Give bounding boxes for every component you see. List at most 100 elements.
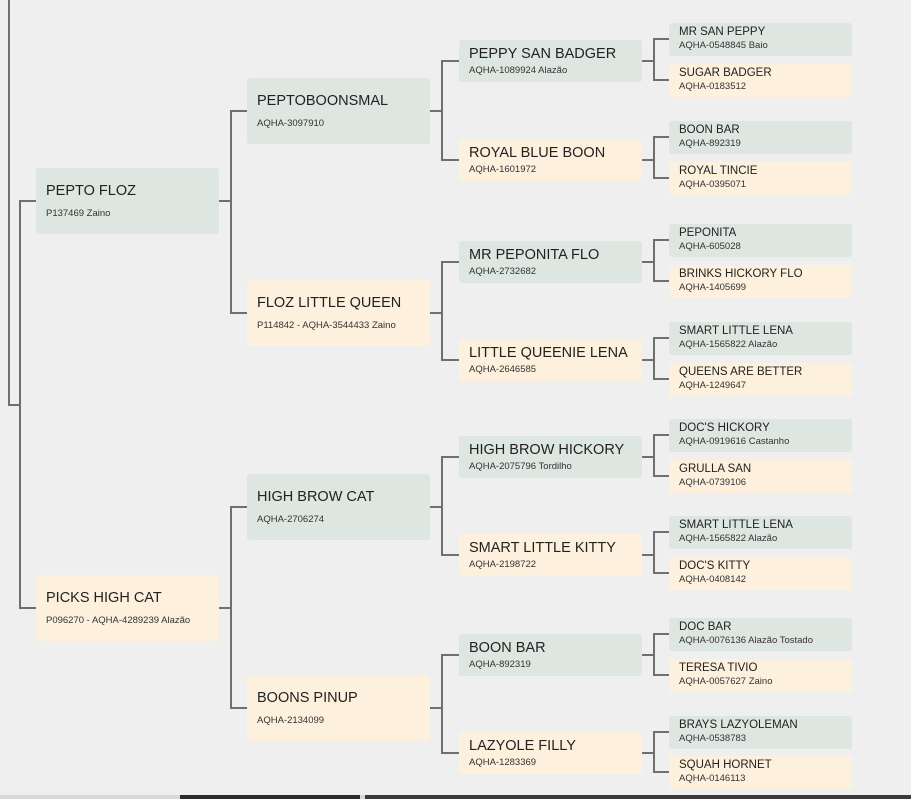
horse-registration: AQHA-1405699 <box>679 282 747 294</box>
scrollbar-thumb[interactable] <box>180 795 360 799</box>
horse-name: MR PEPONITA FLO <box>469 246 600 263</box>
connector-bracket-gen1-2 <box>230 506 247 709</box>
horse-name: QUEENS ARE BETTER <box>679 366 803 379</box>
horse-gen3-4[interactable]: LITTLE QUEENIE LENA AQHA-2646585 <box>459 339 642 381</box>
horse-registration: AQHA-0057627 Zaino <box>679 676 773 688</box>
horizontal-scrollbar[interactable] <box>0 795 911 799</box>
horse-registration: AQHA-605028 <box>679 241 741 253</box>
horse-registration: AQHA-892319 <box>469 658 531 670</box>
horse-registration: AQHA-2134099 <box>257 714 325 726</box>
horse-name: GRULLA SAN <box>679 463 752 476</box>
horse-registration: AQHA-2732682 <box>469 265 537 277</box>
horse-name: SQUAH HORNET <box>679 759 772 772</box>
horse-name: DOC'S HICKORY <box>679 422 770 435</box>
horse-registration: P114842 - AQHA-3544433 Zaino <box>257 319 396 331</box>
horse-name: ROYAL BLUE BOON <box>469 144 606 161</box>
horse-name: SMART LITTLE LENA <box>679 519 793 532</box>
horse-name: TERESA TIVIO <box>679 662 758 675</box>
horse-gen3-7[interactable]: BOON BAR AQHA-892319 <box>459 634 642 676</box>
horse-name: SMART LITTLE KITTY <box>469 539 616 556</box>
horse-name: BRAYS LAZYOLEMAN <box>679 719 798 732</box>
horse-gen3-5[interactable]: HIGH BROW HICKORY AQHA-2075796 Tordilho <box>459 436 642 478</box>
connector-bracket-gen3-3 <box>653 239 669 282</box>
horse-registration: AQHA-0408142 <box>679 574 747 586</box>
horse-gen3-2[interactable]: ROYAL BLUE BOON AQHA-1601972 <box>459 139 642 181</box>
horse-name: PEPPY SAN BADGER <box>469 45 617 62</box>
horse-name: DOC BAR <box>679 621 732 634</box>
horse-name: PICKS HIGH CAT <box>46 589 162 606</box>
horse-name: BOON BAR <box>679 124 740 137</box>
horse-registration: P137469 Zaino <box>46 207 111 219</box>
horse-gen3-3[interactable]: MR PEPONITA FLO AQHA-2732682 <box>459 241 642 283</box>
horse-registration: AQHA-1249647 <box>679 380 747 392</box>
horse-gen3-6[interactable]: SMART LITTLE KITTY AQHA-2198722 <box>459 534 642 576</box>
horse-registration: AQHA-1283369 <box>469 756 537 768</box>
horse-registration: AQHA-1601972 <box>469 163 537 175</box>
connector-bracket-gen2-3 <box>441 456 459 556</box>
horse-gen2-4[interactable]: BOONS PINUP AQHA-2134099 <box>247 675 430 741</box>
horse-name: DOC'S KITTY <box>679 560 751 573</box>
horse-registration: AQHA-0146113 <box>679 773 746 785</box>
connector-bracket-gen1-1 <box>230 110 247 314</box>
connector-bracket-gen3-5 <box>653 434 669 477</box>
horse-registration: AQHA-0538783 <box>679 733 747 745</box>
connector-bracket-gen3-6 <box>653 531 669 574</box>
horse-registration: AQHA-1089924 Alazão <box>469 64 568 76</box>
connector-bracket-gen3-2 <box>653 136 669 179</box>
horse-name: SUGAR BADGER <box>679 67 772 80</box>
horse-registration: AQHA-0395071 <box>679 179 747 191</box>
horse-registration: AQHA-892319 <box>679 138 741 150</box>
connector-bracket-gen2-2 <box>441 261 459 361</box>
horse-registration: AQHA-2075796 Tordilho <box>469 460 572 472</box>
horse-registration: AQHA-0076136 Alazão Tostado <box>679 635 813 647</box>
connector-bracket-gen3-7 <box>653 633 669 676</box>
horse-gen2-2[interactable]: FLOZ LITTLE QUEEN P114842 - AQHA-3544433 … <box>247 280 430 346</box>
horse-registration: P096270 - AQHA-4289239 Alazão <box>46 614 191 626</box>
horse-registration: AQHA-2706274 <box>257 513 325 525</box>
horse-name: MR SAN PEPPY <box>679 26 766 39</box>
horse-name: HIGH BROW HICKORY <box>469 441 625 458</box>
horse-name: PEPTOBOONSMAL <box>257 92 389 109</box>
connector-bracket-gen3-8 <box>653 731 669 773</box>
horse-registration: AQHA-2646585 <box>469 363 537 375</box>
horse-registration: AQHA-0548845 Baio <box>679 40 768 52</box>
scrollbar-thumb-secondary[interactable] <box>365 795 911 799</box>
connector-bracket-gen3-1 <box>653 38 669 81</box>
root-branch-dam <box>19 405 36 609</box>
connector-bracket-gen2-1 <box>441 60 459 161</box>
horse-gen1-2[interactable]: PICKS HIGH CAT P096270 - AQHA-4289239 Ala… <box>36 575 219 641</box>
horse-name: LITTLE QUEENIE LENA <box>469 344 628 361</box>
connector-bracket-gen2-4 <box>441 654 459 754</box>
horse-registration: AQHA-0739106 <box>679 477 747 489</box>
horse-name: SMART LITTLE LENA <box>679 325 793 338</box>
horse-gen3-1[interactable]: PEPPY SAN BADGER AQHA-1089924 Alazão <box>459 40 642 82</box>
horse-name: FLOZ LITTLE QUEEN <box>257 294 402 311</box>
horse-name: BRINKS HICKORY FLO <box>679 268 803 281</box>
horse-registration: AQHA-2198722 <box>469 558 537 570</box>
horse-name: BOON BAR <box>469 639 546 656</box>
horse-registration: AQHA-0183512 <box>679 81 747 93</box>
horse-name: ROYAL TINCIE <box>679 165 758 178</box>
horse-name: BOONS PINUP <box>257 689 358 706</box>
